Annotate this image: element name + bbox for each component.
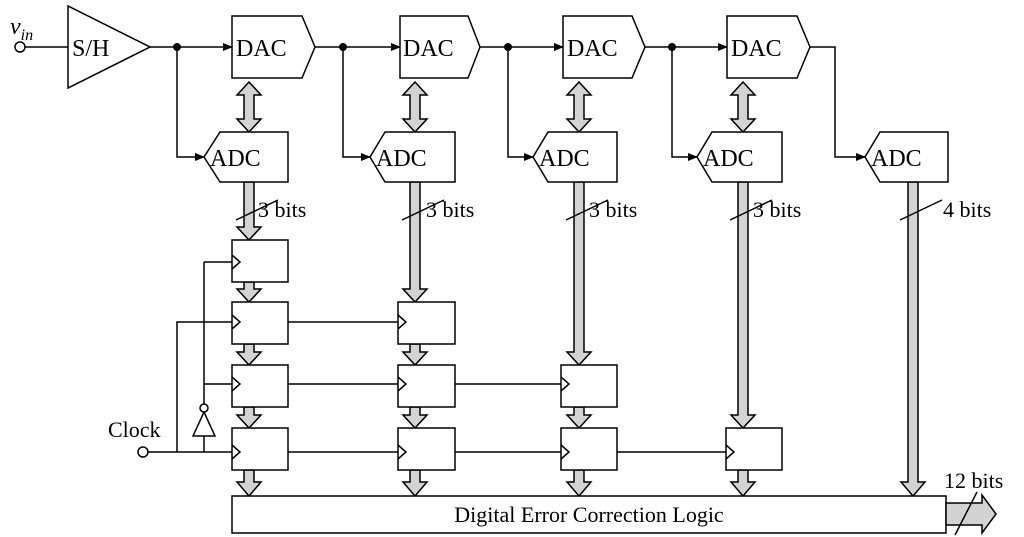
correction-logic-label: Digital Error Correction Logic: [454, 502, 724, 527]
dac-block: [562, 15, 646, 79]
adc-block: [203, 131, 289, 183]
adc-dac-bus: [729, 80, 757, 134]
register-output-bus: [565, 469, 593, 498]
register-column-2: [397, 301, 456, 471]
register: [231, 239, 289, 283]
adc-output-bus: [729, 181, 757, 430]
sample-hold-label: S/H: [72, 36, 109, 62]
adc-label: ADC: [703, 146, 754, 172]
adc-dac-bus: [565, 80, 593, 134]
adc-label: ADC: [210, 146, 261, 172]
bits-label: 3 bits: [426, 197, 474, 222]
register: [397, 364, 456, 408]
input-terminal: [14, 41, 26, 53]
register-bus: [235, 406, 263, 430]
register-output-bus: [235, 469, 263, 498]
register: [231, 301, 289, 345]
register-output-bus: [729, 469, 757, 498]
register: [397, 301, 456, 345]
output-bus: [945, 492, 997, 536]
adc-block: [369, 131, 456, 183]
register-bus: [401, 406, 429, 430]
adc-dac-bus: [401, 80, 429, 134]
dac-block: [726, 15, 811, 79]
adc-block: [864, 131, 949, 183]
bits-label: 3 bits: [258, 197, 306, 222]
register-column-4: [725, 427, 783, 471]
register: [560, 427, 618, 471]
dac-block: [399, 15, 481, 79]
clock-label: Clock: [108, 417, 161, 442]
register: [725, 427, 783, 471]
adc-block: [532, 131, 618, 183]
register: [231, 364, 289, 408]
adc-dac-bus: [235, 80, 263, 134]
adc-label: ADC: [539, 146, 590, 172]
register-column-1: [231, 239, 289, 471]
bits-label: 3 bits: [753, 197, 801, 222]
sample-hold-block: [67, 4, 152, 90]
dac-block: [231, 15, 316, 79]
register-output-bus: [401, 469, 429, 498]
adc-label: ADC: [376, 146, 427, 172]
register-bus: [401, 343, 429, 367]
dac-label: DAC: [567, 36, 618, 62]
dac-label: DAC: [731, 36, 782, 62]
register-column-3: [560, 364, 618, 471]
register: [560, 364, 618, 408]
register-bus: [235, 281, 263, 304]
dac-label: DAC: [403, 36, 454, 62]
bits-label: 3 bits: [589, 197, 637, 222]
output-bits-label: 12 bits: [944, 468, 1003, 493]
register: [397, 427, 456, 471]
adc-output-bus: [565, 181, 593, 367]
register: [231, 427, 289, 471]
adc-output-bus: [899, 181, 927, 498]
adc-output-bus: [401, 181, 429, 304]
inverter-bubble: [199, 403, 209, 413]
adc-label: ADC: [871, 146, 922, 172]
adc-output-bus: [235, 181, 263, 242]
clock-inverter: [191, 410, 217, 437]
clock-terminal: [137, 446, 149, 458]
register-bus: [565, 406, 593, 430]
dac-label: DAC: [236, 36, 287, 62]
input-label: vin: [10, 14, 33, 44]
register-bus: [235, 343, 263, 367]
adc-block: [696, 131, 783, 183]
bits-label: 4 bits: [943, 197, 991, 222]
